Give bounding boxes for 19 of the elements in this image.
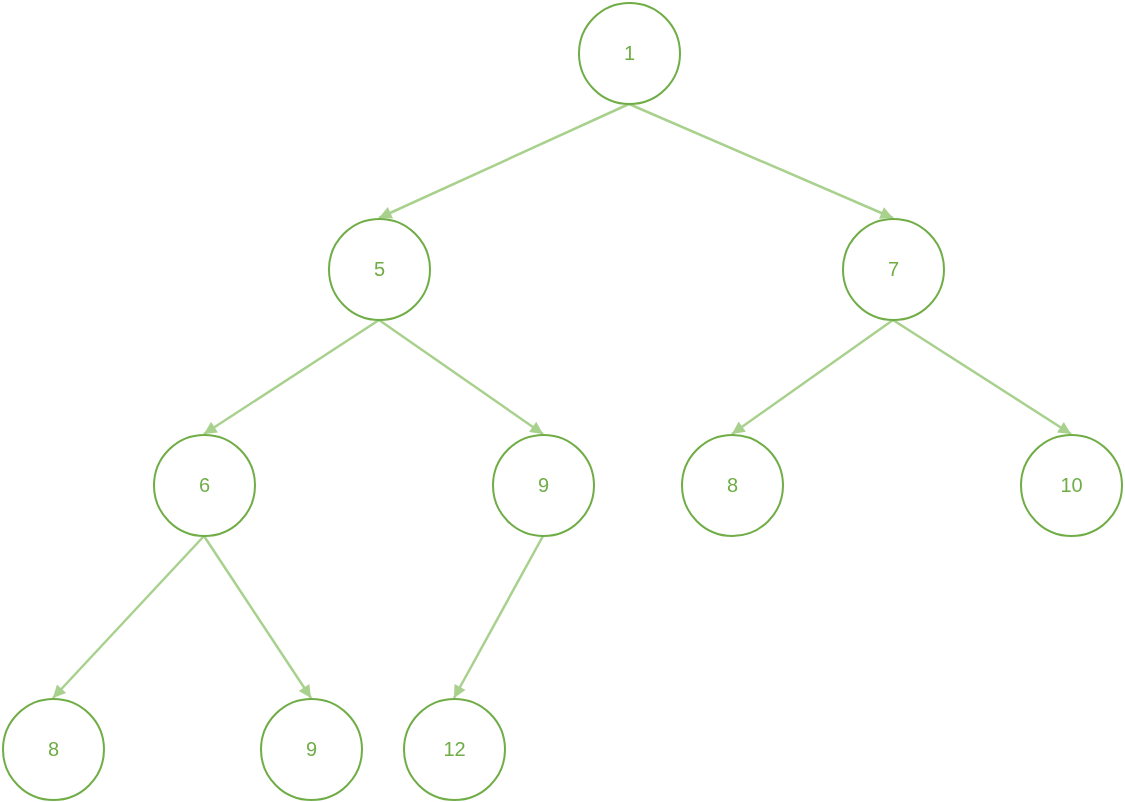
arrow — [203, 318, 380, 436]
arrow — [452, 535, 545, 699]
node-value: 6 — [198, 474, 211, 497]
arrow — [378, 318, 544, 436]
node-value: 7 — [887, 258, 900, 281]
node-value: 8 — [47, 738, 60, 761]
node-value: 8 — [726, 474, 739, 497]
node-value: 10 — [1060, 474, 1083, 497]
arrow — [628, 102, 894, 220]
node-value: 12 — [443, 738, 466, 761]
node-value: 5 — [373, 258, 386, 281]
arrow — [202, 535, 313, 699]
arrow — [731, 319, 894, 435]
arrow — [52, 535, 205, 699]
node-value: 9 — [305, 738, 318, 761]
node-value: 9 — [537, 474, 550, 497]
arrow — [378, 102, 630, 220]
arrow — [892, 318, 1072, 436]
node-value: 1 — [623, 42, 636, 65]
